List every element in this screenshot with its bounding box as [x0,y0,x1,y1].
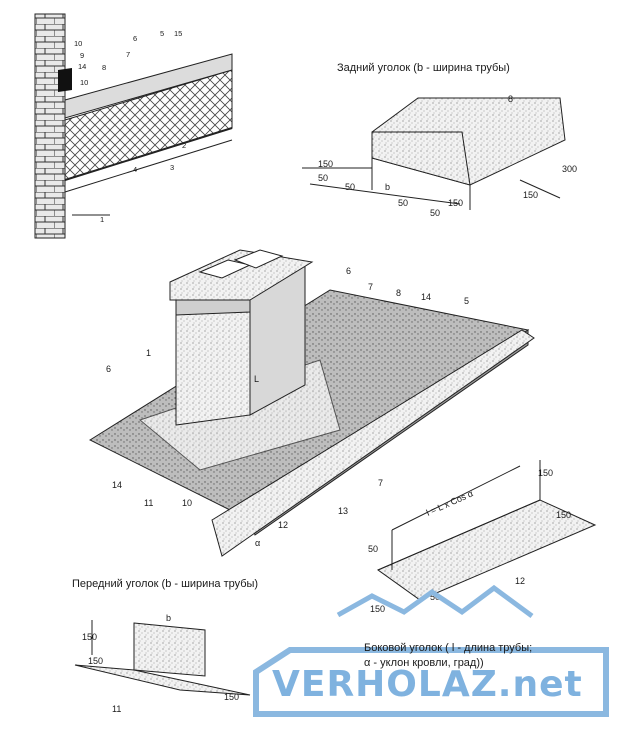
svg-text:9: 9 [80,51,84,60]
svg-text:11: 11 [112,704,121,714]
svg-text:150: 150 [370,604,385,614]
rear-corner-drawing [302,97,566,210]
side-corner-drawing [376,460,597,601]
svg-text:14: 14 [112,480,122,490]
side-corner-caption-1: Боковой уголок ( l - длина трубы; [364,642,533,654]
svg-text:50: 50 [398,198,408,208]
main-view-labels: 6 7 8 14 5 1 L 6 14 11 10 12 13 7 α [106,266,469,548]
svg-text:50: 50 [345,182,355,192]
front-corner-drawing [74,620,251,696]
front-corner-flange [74,664,251,696]
svg-text:150: 150 [88,656,103,666]
svg-text:150: 150 [556,510,571,520]
svg-text:150: 150 [448,198,463,208]
rear-corner-labels: 8 150 50 50 b 50 50 150 150 300 [318,94,577,218]
main-isometric-view [88,249,535,557]
section-labels: 10 9 14 10 8 7 6 5 15 2 3 4 1 [74,29,186,224]
svg-text:14: 14 [78,62,86,71]
rear-corner-caption: Задний уголок (b - ширина трубы) [337,62,510,74]
svg-text:b: b [385,182,390,192]
front-corner-caption: Передний уголок (b - ширина трубы) [72,578,259,590]
roof-covering [64,53,233,119]
svg-text:11: 11 [144,498,153,508]
svg-text:50: 50 [318,173,328,183]
svg-text:l = L x Cos α: l = L x Cos α [425,488,475,518]
svg-text:6: 6 [133,34,137,43]
svg-text:7: 7 [126,50,130,59]
side-corner-caption-2: α - уклон кровли, град)) [364,657,484,669]
svg-text:10: 10 [182,498,192,508]
svg-text:2: 2 [182,141,186,150]
svg-text:300: 300 [562,164,577,174]
svg-text:150: 150 [523,190,538,200]
svg-text:L: L [254,374,259,384]
svg-text:b: b [166,613,171,623]
front-corner-vertical [133,622,206,677]
svg-text:7: 7 [368,282,373,292]
svg-text:10: 10 [74,39,82,48]
svg-text:8: 8 [102,63,106,72]
svg-text:6: 6 [346,266,351,276]
svg-text:5: 5 [160,29,164,38]
roof-section-detail [34,13,233,239]
svg-text:12: 12 [278,520,288,530]
svg-text:1: 1 [146,348,151,358]
svg-text:14: 14 [421,292,431,302]
svg-text:3: 3 [170,163,174,172]
svg-text:50: 50 [430,208,440,218]
svg-text:6: 6 [106,364,111,374]
svg-text:7: 7 [378,478,383,488]
watermark-logo [253,584,609,717]
svg-text:12: 12 [515,576,525,586]
svg-text:150: 150 [82,632,97,642]
front-corner-labels: b 150 150 150 11 [82,613,239,714]
svg-text:1: 1 [100,215,104,224]
svg-text:13: 13 [338,506,348,516]
svg-text:50: 50 [368,544,378,554]
watermark-text: VERHOLAZ.net [272,664,583,705]
svg-text:8: 8 [396,288,401,298]
flashing-seal [58,68,72,92]
svg-text:8: 8 [508,94,513,104]
chimney-cap [169,249,314,301]
svg-text:15: 15 [174,29,182,38]
svg-text:150: 150 [318,159,333,169]
brick-wall [34,13,66,239]
svg-text:5: 5 [464,296,469,306]
eave-board [211,329,535,557]
svg-text:10: 10 [80,78,88,87]
svg-text:α: α [255,538,260,548]
svg-text:150: 150 [538,468,553,478]
svg-text:150: 150 [224,692,239,702]
svg-text:4: 4 [133,165,137,174]
